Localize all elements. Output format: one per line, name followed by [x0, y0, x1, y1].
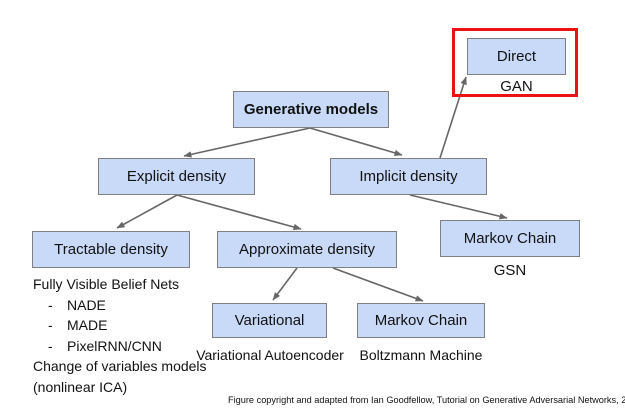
edge-generative-to-explicit: [183, 127, 311, 158]
node-direct: Direct: [467, 38, 566, 75]
figure-caption: Figure copyright and adapted from Ian Go…: [228, 395, 625, 405]
label-variational-autoencoder: Variational Autoencoder: [196, 347, 344, 363]
edge-approximate-to-markov-bm: [332, 267, 424, 302]
note-made: -MADE: [33, 315, 208, 336]
node-approximate-density: Approximate density: [217, 231, 397, 268]
edge-explicit-to-approximate: [176, 194, 302, 231]
node-markov-chain-boltzmann: Markov Chain: [357, 303, 485, 338]
note-change-of-variables: Change of variables models: [33, 358, 207, 374]
dash-bullet: -: [48, 337, 53, 354]
dash-bullet: -: [48, 317, 53, 333]
label-boltzmann-machine: Boltzmann Machine: [359, 347, 483, 363]
node-markov-chain-gsn: Markov Chain: [440, 220, 580, 257]
dash-bullet: -: [48, 296, 53, 313]
node-explicit-density: Explicit density: [98, 158, 255, 195]
note-nade: -NADE: [33, 295, 208, 316]
label-gan: GAN: [500, 78, 533, 95]
note-pixelrnn-cnn: -PixelRNN/CNN: [33, 336, 208, 357]
note-fully-visible-belief-nets: Fully Visible Belief Nets: [33, 276, 180, 292]
node-variational: Variational: [212, 303, 327, 338]
edge-implicit-to-direct: [439, 76, 467, 159]
edge-explicit-to-tractable: [116, 194, 178, 229]
node-generative-models: Generative models: [233, 91, 389, 128]
edge-approximate-to-variational: [272, 267, 298, 301]
label-gsn: GSN: [493, 262, 527, 279]
node-implicit-density: Implicit density: [330, 158, 487, 195]
edge-implicit-to-markov-gsn: [409, 194, 508, 220]
node-tractable-density: Tractable density: [32, 231, 190, 268]
note-nonlinear-ica: (nonlinear ICA): [33, 378, 128, 395]
gan-highlight-box: [452, 28, 578, 97]
tractable-density-notes: Fully Visible Belief Nets -NADE -MADE -P…: [33, 274, 208, 397]
edge-generative-to-implicit: [309, 127, 403, 156]
